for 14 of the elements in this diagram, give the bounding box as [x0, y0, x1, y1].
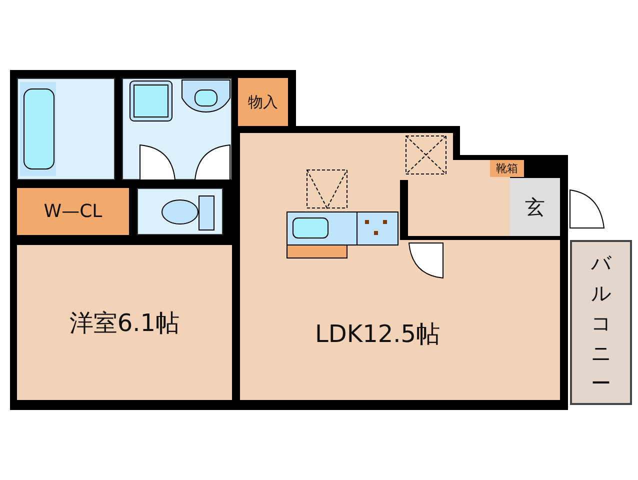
balcony-area	[570, 240, 632, 405]
entrance-area	[510, 178, 560, 236]
room-label: 玄	[525, 194, 545, 220]
room-label: W—CL	[44, 201, 102, 222]
living-room	[240, 133, 560, 400]
bedroom-room	[17, 245, 232, 400]
room-label: 物入	[248, 92, 278, 112]
shoe-cabinet	[490, 160, 524, 177]
room-label: 洋室6.1帖	[69, 308, 180, 338]
room-label: 靴箱	[496, 161, 518, 176]
closet-room	[17, 188, 129, 235]
room-label: LDK12.5帖	[315, 319, 440, 350]
room-label: バルコニー	[591, 250, 611, 396]
closet-room	[238, 78, 288, 126]
